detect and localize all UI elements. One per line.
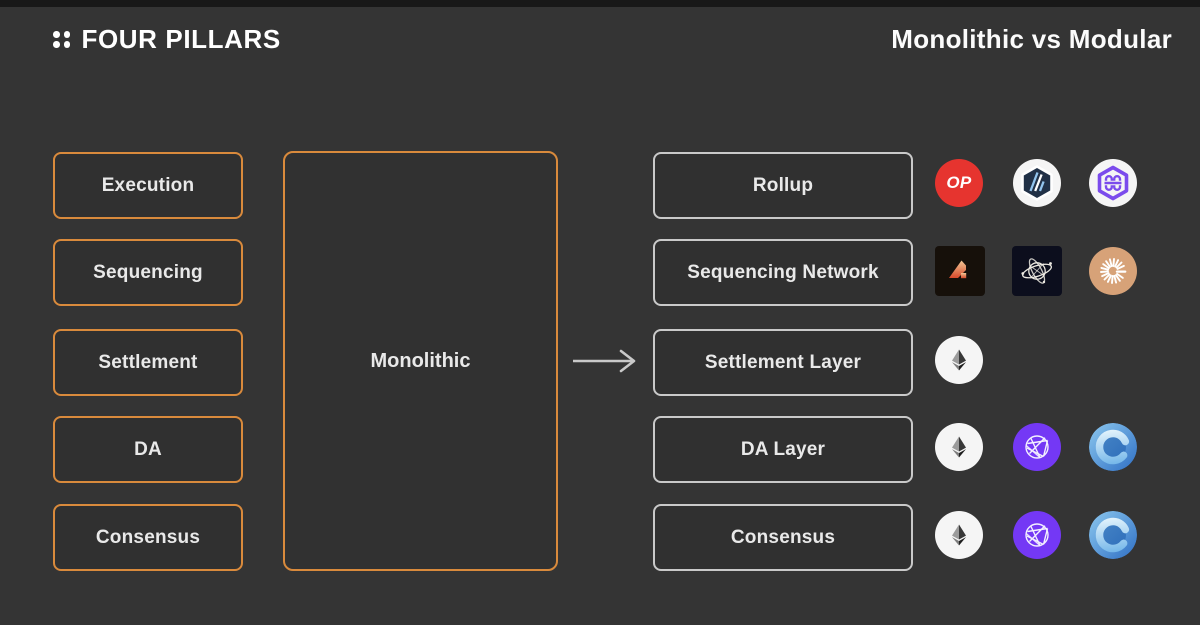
optimism-op-text: OP — [946, 173, 972, 192]
modular-box-da-layer: DA Layer — [653, 416, 913, 483]
monolithic-box: Monolithic — [283, 151, 558, 571]
celestia-icon — [1013, 423, 1061, 471]
four-pillars-logo-icon — [53, 31, 71, 48]
ethereum-icon — [935, 336, 983, 384]
avail-icon — [1089, 423, 1137, 471]
monolithic-label: Monolithic — [370, 349, 471, 372]
pillar-box-consensus: Consensus — [53, 504, 243, 571]
hexagon-badge-icon — [1089, 159, 1137, 207]
modular-box-sequencing-network: Sequencing Network — [653, 239, 913, 306]
arbitrum-icon — [1013, 159, 1061, 207]
espresso-icon — [1012, 246, 1062, 296]
pillar-box-execution: Execution — [53, 152, 243, 219]
modular-box-settlement-layer: Settlement Layer — [653, 329, 913, 396]
avail-icon — [1089, 511, 1137, 559]
ethereum-icon — [935, 511, 983, 559]
logo-dot — [63, 41, 70, 48]
modular-box-rollup: Rollup — [653, 152, 913, 219]
top-strip — [0, 0, 1200, 7]
right-arrow-icon — [573, 349, 636, 373]
radius-icon — [1089, 247, 1137, 295]
logo-dot — [53, 31, 60, 38]
pillar-box-da: DA — [53, 416, 243, 483]
ethereum-icon — [935, 423, 983, 471]
pillar-box-sequencing: Sequencing — [53, 239, 243, 306]
logo-dot — [53, 41, 60, 48]
logo-dot — [63, 31, 70, 38]
pillar-box-settlement: Settlement — [53, 329, 243, 396]
optimism-icon: OP — [935, 159, 983, 207]
astria-icon — [935, 246, 985, 296]
page-title: Monolithic vs Modular — [891, 24, 1172, 54]
brand: FOUR PILLARS — [53, 24, 281, 55]
brand-name: FOUR PILLARS — [81, 24, 281, 54]
modular-box-consensus: Consensus — [653, 504, 913, 571]
celestia-icon — [1013, 511, 1061, 559]
